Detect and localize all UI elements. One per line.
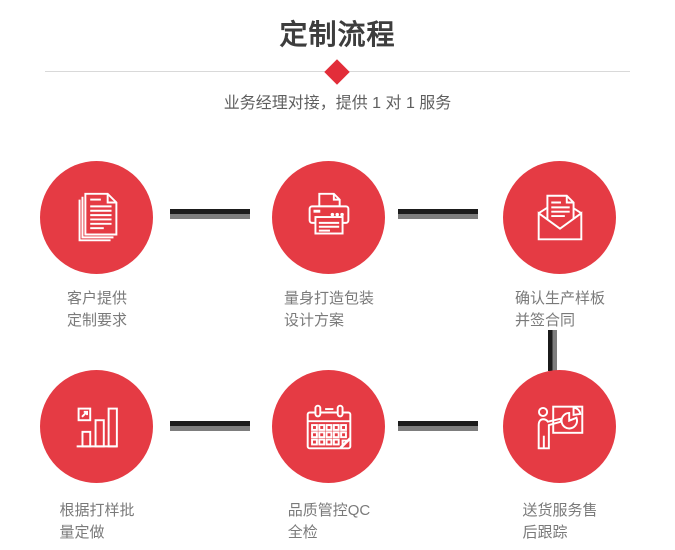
step-1-label: 客户提供 定制要求 (66, 290, 127, 329)
documents-icon (78, 192, 117, 241)
calendar-icon (306, 404, 351, 449)
step-2-circle (272, 161, 385, 274)
step-6-label: 送货服务售 后跟踪 (522, 502, 598, 541)
connector-v-1 (548, 330, 557, 371)
step-3-label: 确认生产样板 并签合同 (514, 290, 605, 329)
connector-h-1 (170, 209, 250, 219)
printer-icon (308, 192, 349, 234)
step-5-label: 品质管控QC 全检 (287, 502, 371, 541)
connector-h-2 (398, 209, 478, 219)
diamond-icon (324, 59, 350, 85)
step-1-circle (40, 161, 153, 274)
step-4-label: 根据打样批 量定做 (59, 502, 135, 541)
bar-chart-icon (76, 407, 118, 447)
subtitle: 业务经理对接，提供 1 对 1 服务 (223, 95, 452, 112)
open-envelope-icon (537, 194, 582, 240)
page-title: 定制流程 (279, 19, 396, 50)
step-5-circle (272, 370, 385, 483)
connector-h-3 (170, 421, 250, 431)
step-2-label: 量身打造包装 设计方案 (283, 290, 374, 329)
connector-h-4 (398, 421, 478, 431)
step-6-circle (503, 370, 616, 483)
step-4-circle (40, 370, 153, 483)
step-3-circle (503, 161, 616, 274)
presenter-icon (537, 405, 583, 449)
